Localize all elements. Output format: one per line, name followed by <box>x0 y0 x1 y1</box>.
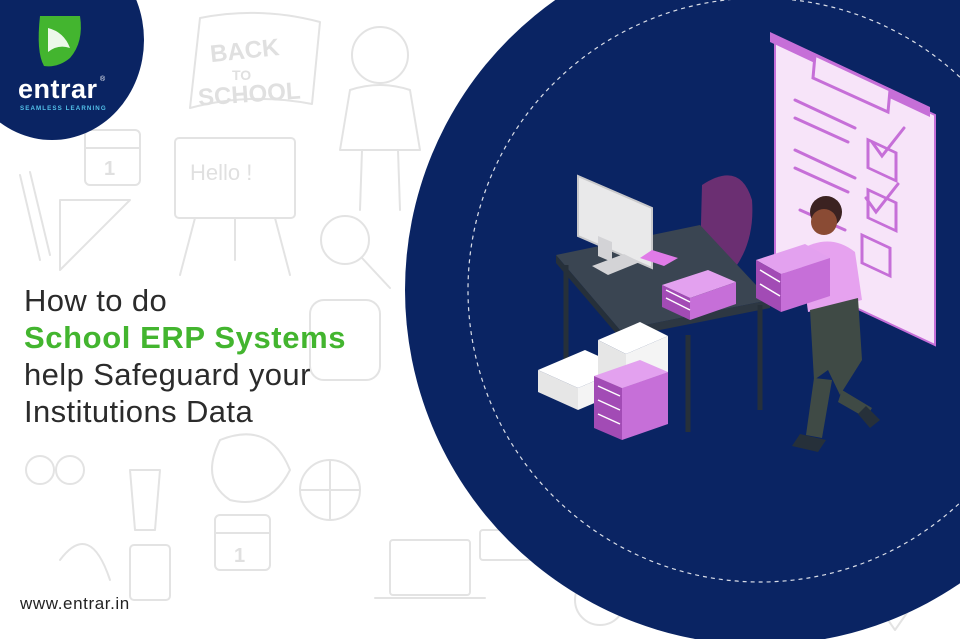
brand-tagline: SEAMLESS LEARNING <box>20 105 107 112</box>
binder-stack-desk <box>662 270 736 320</box>
website-url: www.entrar.in <box>20 594 130 613</box>
headline-line-4: Institutions Data <box>24 394 254 429</box>
headline-line-3: help Safeguard your <box>24 357 311 392</box>
doodle-board-text: Hello ! <box>190 160 252 185</box>
doodle-calendar-number-top: 1 <box>104 158 115 180</box>
leaf-icon <box>38 16 81 67</box>
headline-line-1: How to do <box>24 283 168 318</box>
dashed-orbit-ring <box>467 0 960 583</box>
doodle-calendar-number-bottom: 1 <box>234 545 245 567</box>
woman-carrying-binders <box>756 196 880 452</box>
registered-mark: ® <box>100 76 106 83</box>
brand-name: entrar <box>18 74 98 104</box>
headline-line-2-highlight: School ERP Systems <box>24 320 347 355</box>
doodle-sign-line2: TO <box>232 67 251 83</box>
computer-monitor <box>577 174 678 275</box>
headline: How to do School ERP Systems help Safegu… <box>24 282 424 430</box>
binder-stack-floor <box>594 360 668 440</box>
